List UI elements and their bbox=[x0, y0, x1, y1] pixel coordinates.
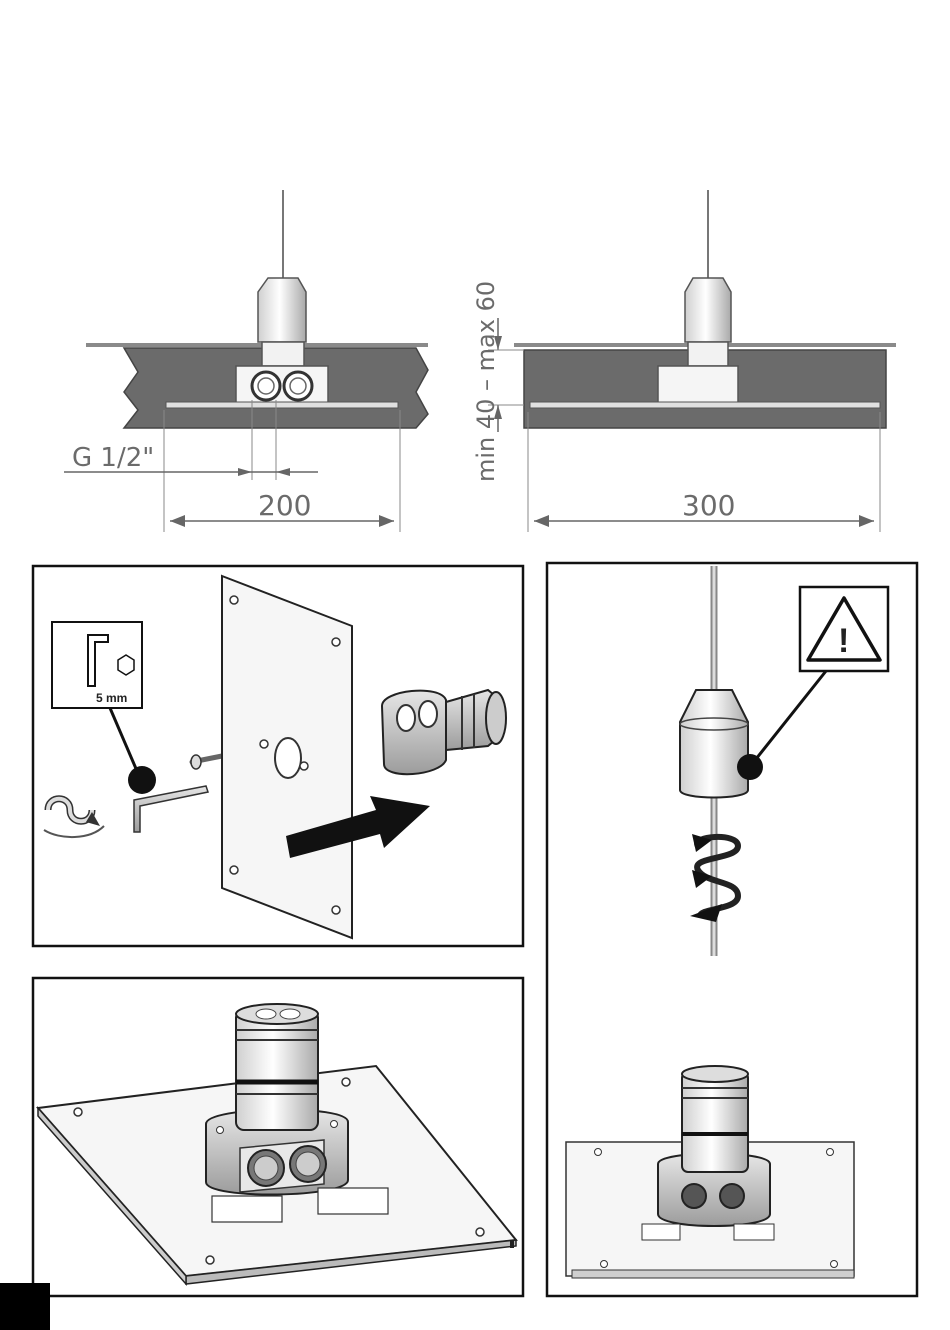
valve-body-right bbox=[658, 366, 738, 406]
cartridge bbox=[236, 1010, 318, 1130]
tool-size-label: 5 mm bbox=[96, 691, 127, 705]
left-section-view: G 1/2" 200 bbox=[64, 190, 428, 532]
depth-range-label: min 40 – max 60 bbox=[472, 281, 500, 482]
valve-body-left bbox=[236, 366, 328, 406]
width-200-label: 200 bbox=[258, 489, 311, 522]
panel-plate-mounting: 5 mm bbox=[33, 566, 523, 946]
warning-symbol: ! bbox=[838, 622, 849, 660]
width-300-label: 300 bbox=[682, 489, 735, 522]
label-plate-left bbox=[212, 1196, 282, 1222]
panel-warning-rod: ! bbox=[547, 563, 917, 1296]
thread-size-label: G 1/2" bbox=[72, 443, 154, 473]
hex-key-icon: 5 mm bbox=[52, 622, 142, 708]
panel-body-on-plate bbox=[33, 978, 523, 1296]
rod-sleeve bbox=[680, 690, 748, 798]
warning-triangle-icon: ! bbox=[800, 587, 888, 671]
page-corner-tab bbox=[0, 1283, 50, 1330]
label-plate-right bbox=[318, 1188, 388, 1214]
right-section-view: min 40 – max 60 300 bbox=[472, 190, 896, 532]
